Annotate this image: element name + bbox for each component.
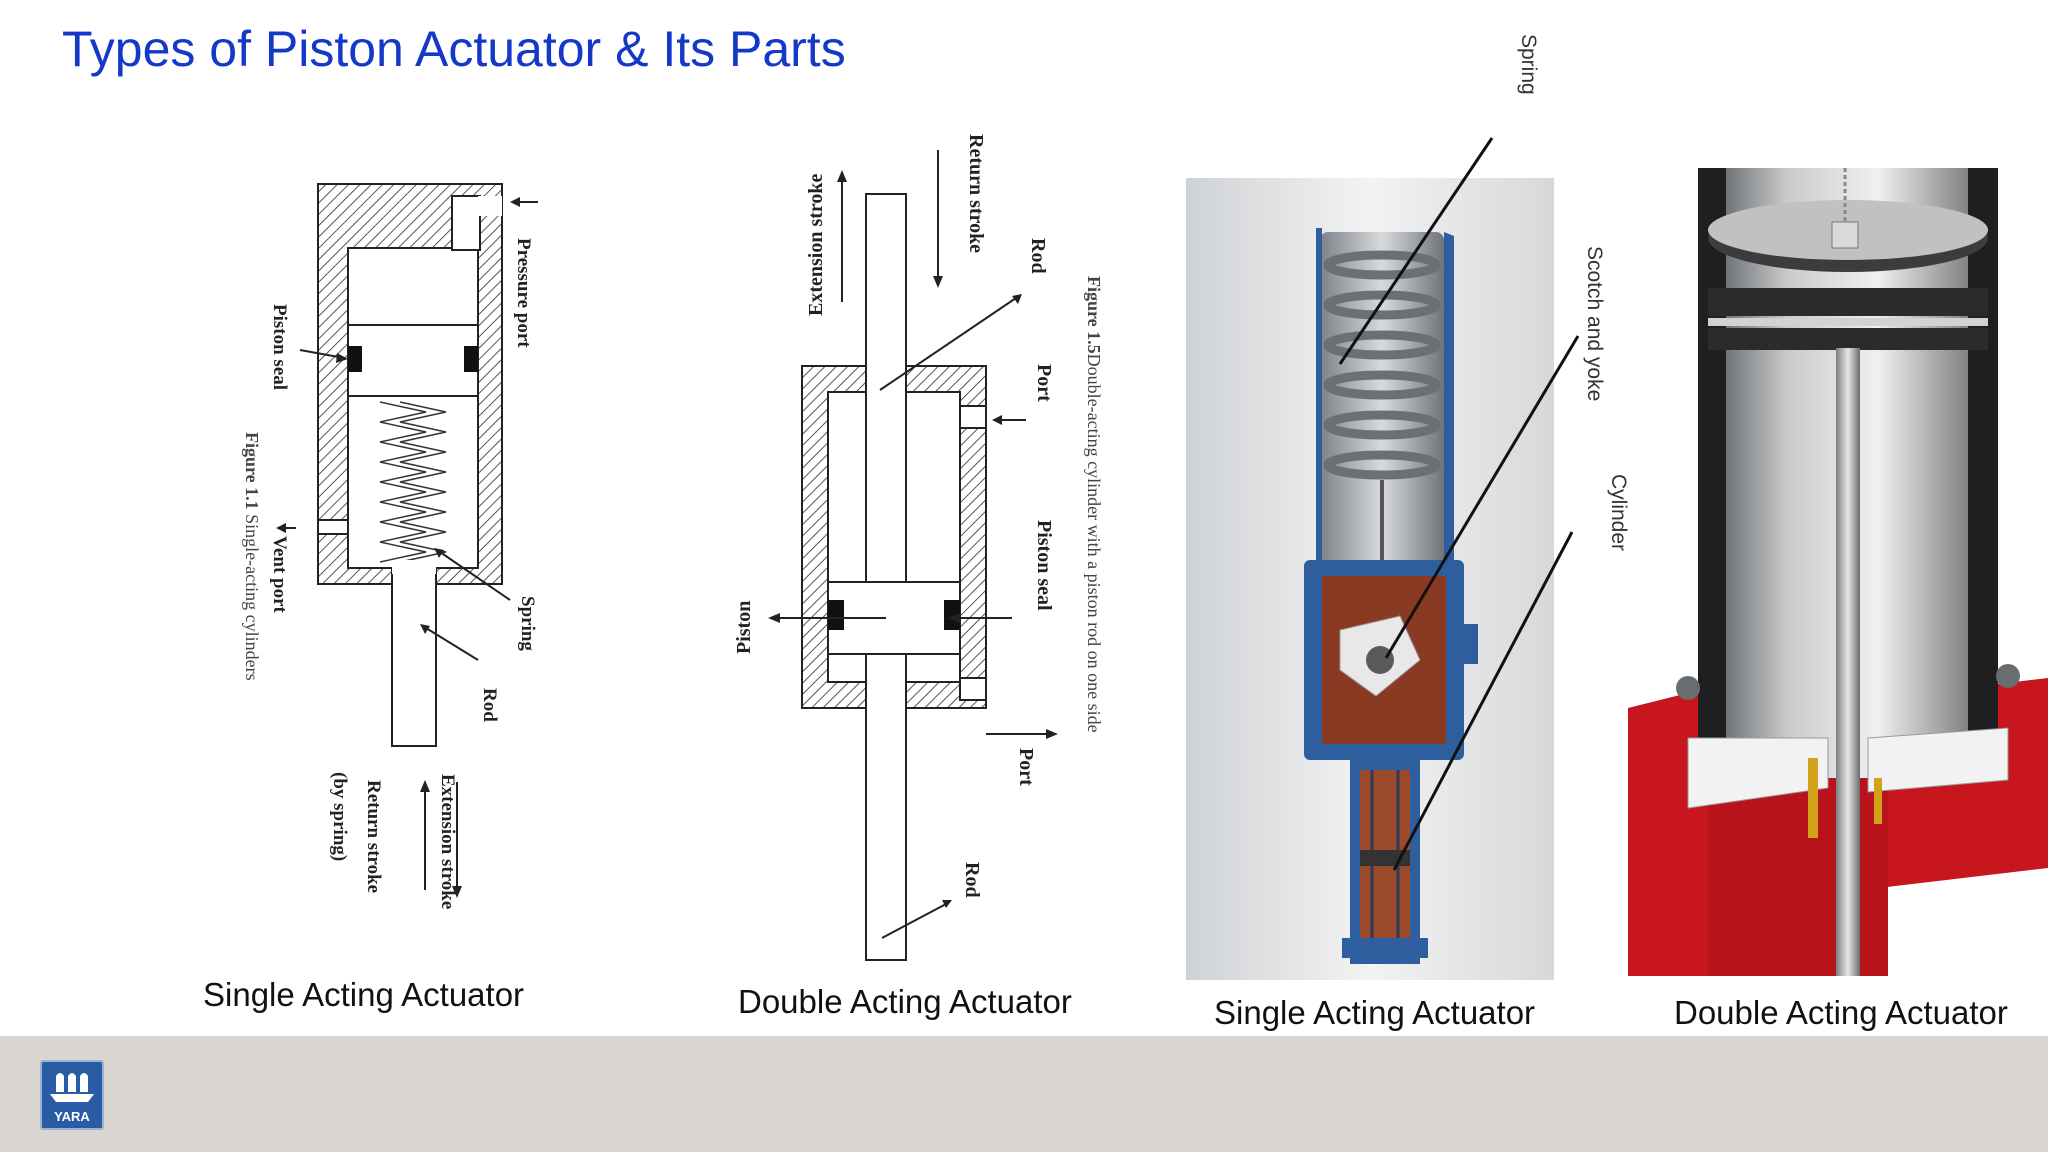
footer-bar [0,1036,2048,1152]
caption-double-acting-1: Double Acting Actuator [738,983,1072,1020]
label-return-stroke: Return stroke [363,780,384,893]
label-vent-port: Vent port [269,536,290,614]
label-pressure-port: Pressure port [513,238,534,348]
slide-title: Types of Piston Actuator & Its Parts [62,21,846,77]
label-rod-bottom: Rod [961,862,983,898]
double-acting-cylinder-diagram: Extension stroke Return stroke Rod Port … [733,134,1104,961]
caption-single-acting-2: Single Acting Actuator [1214,994,1536,1031]
label-extension-stroke: Extension stroke [437,774,458,909]
caption-single-acting-1: Single Acting Actuator [203,976,525,1013]
label-piston: Piston [733,601,755,654]
yara-logo: YARA [40,1060,104,1130]
label-figure-1-5: Figure 1.5Double-acting cylinder with a … [1084,276,1104,733]
caption-double-acting-2: Double Acting Actuator [1674,994,2008,1031]
logo-text: YARA [54,1109,90,1124]
label-port-bottom: Port [1015,748,1037,786]
label-photo-scotch-yoke: Scotch and yoke [1583,246,1606,401]
double-acting-actuator-photo [1628,168,2048,976]
label-figure-1-1: Figure 1.1 Single-acting cylinders [242,432,262,681]
label-rod-top: Rod [1027,238,1049,274]
label-photo-cylinder: Cylinder [1607,474,1630,551]
label-spring: Spring [517,596,538,651]
label-photo-spring: Spring [1517,34,1540,95]
label-piston-seal-2: Piston seal [1033,520,1055,611]
single-acting-cylinder-diagram: Pressure port Piston seal Figure 1.1 Sin… [242,183,538,909]
label-extension-stroke-2: Extension stroke [805,173,827,316]
viking-ship-icon [50,1073,94,1102]
label-piston-seal: Piston seal [269,304,290,390]
label-by-spring: (by spring) [329,772,350,861]
label-rod: Rod [479,688,500,722]
single-acting-actuator-photo: Spring Scotch and yoke Cylinder [1186,34,1630,980]
label-port-top: Port [1033,364,1055,402]
label-return-stroke-2: Return stroke [965,134,987,253]
